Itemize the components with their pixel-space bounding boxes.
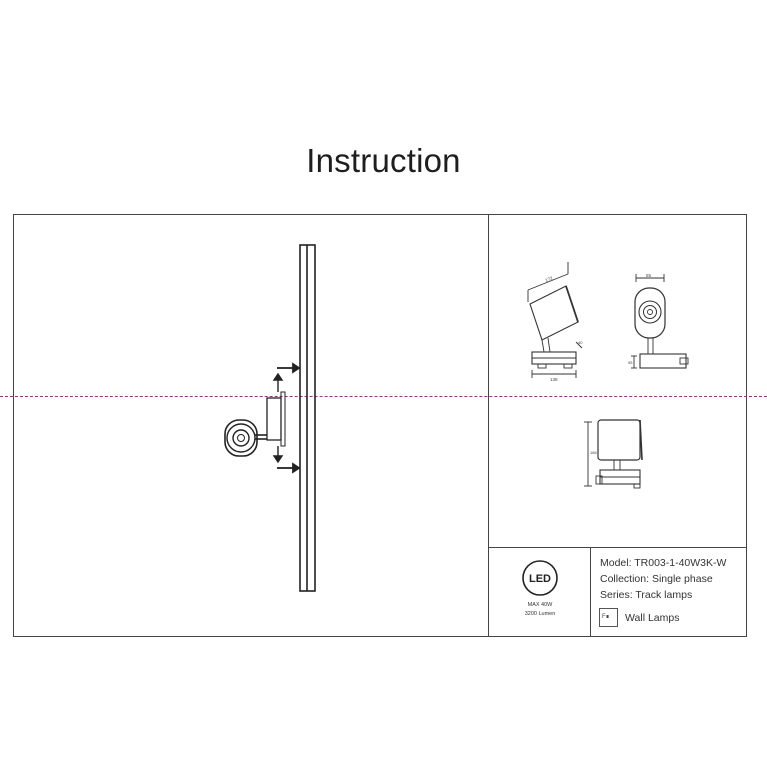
side-view-drawing: 172 138 40 [527, 262, 583, 382]
product-model: Model: TR003-1-40W3K-W [600, 557, 727, 569]
center-guide-line [0, 396, 767, 397]
category-icon-text: F∎ [602, 614, 610, 620]
badge-divider [590, 547, 592, 637]
dim-front-height: 95 [628, 360, 633, 365]
dim-side-top: 172 [545, 275, 554, 283]
front-view-drawing: 55 95 [628, 273, 689, 369]
installation-drawing [224, 244, 316, 592]
page-title: Instruction [306, 142, 461, 179]
track-adapter [266, 397, 282, 441]
info-divider [488, 547, 747, 549]
dim-side-bottom: 138 [550, 377, 558, 382]
product-category: Wall Lamps [625, 612, 680, 624]
product-series: Series: Track lamps [600, 589, 693, 601]
main-divider [488, 214, 490, 637]
rotate-up-arrow [272, 372, 284, 392]
led-logo-text: LED [529, 573, 551, 585]
dim-side-small: 40 [578, 340, 583, 345]
led-lumens: 3200 Lumen [524, 611, 556, 617]
product-collection: Collection: Single phase [600, 573, 713, 585]
dim-front-width: 55 [646, 273, 652, 278]
rotate-down-arrow [272, 446, 284, 464]
led-power: MAX 40W [527, 602, 553, 608]
dim-rear-height: 186 [590, 450, 597, 455]
led-logo-icon: LED [522, 560, 558, 596]
category-icon: F∎ [599, 608, 618, 627]
arrow-bottom [277, 462, 301, 474]
lamp-head [224, 419, 258, 457]
arrow-top [277, 362, 301, 374]
instruction-frame [13, 214, 747, 637]
rear-view-drawing: 186 [584, 419, 643, 489]
